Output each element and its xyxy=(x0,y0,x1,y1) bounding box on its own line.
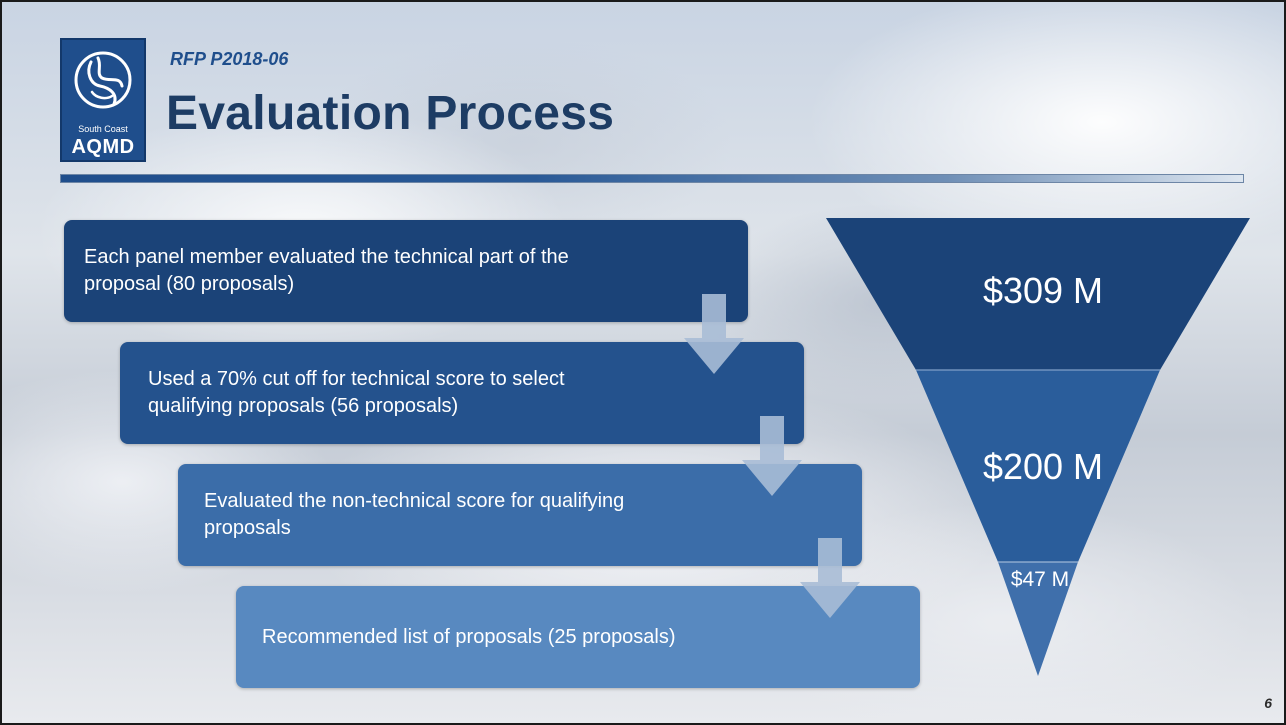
budget-funnel xyxy=(826,218,1250,676)
down-arrow-icon xyxy=(800,538,860,618)
globe-emblem-icon xyxy=(74,51,132,109)
funnel-label-200m: $200 M xyxy=(982,446,1104,487)
process-step-4: Recommended list of proposals (25 propos… xyxy=(236,586,920,688)
process-step-2: Used a 70% cut off for technical score t… xyxy=(120,342,804,444)
funnel-segment-200m xyxy=(916,370,1160,562)
process-step-3-text: Evaluated the non-technical score for qu… xyxy=(204,490,625,539)
process-step-1: Each panel member evaluated the technica… xyxy=(64,220,748,322)
logo-text-aqmd: AQMD xyxy=(71,136,135,158)
down-arrow-icon xyxy=(684,294,744,374)
funnel-segment-309m xyxy=(826,218,1250,370)
funnel-label-309m: $309 M xyxy=(982,270,1104,311)
slide-title: Evaluation Process xyxy=(166,87,615,140)
funnel-label-47m: $47 M xyxy=(1010,568,1070,591)
funnel-segment-47m xyxy=(998,562,1078,676)
down-arrow-icon xyxy=(742,416,802,496)
process-step-1-text: Each panel member evaluated the technica… xyxy=(84,246,569,295)
aqmd-logo: South Coast AQMD xyxy=(60,38,146,162)
process-step-3: Evaluated the non-technical score for qu… xyxy=(178,464,862,566)
rfp-number: RFP P2018-06 xyxy=(170,49,289,69)
title-divider xyxy=(60,174,1244,183)
logo-text-south-coast: South Coast xyxy=(78,124,128,134)
process-step-2-text: Used a 70% cut off for technical score t… xyxy=(148,368,565,417)
page-number: 6 xyxy=(1264,695,1272,711)
process-step-4-text: Recommended list of proposals (25 propos… xyxy=(262,625,676,648)
